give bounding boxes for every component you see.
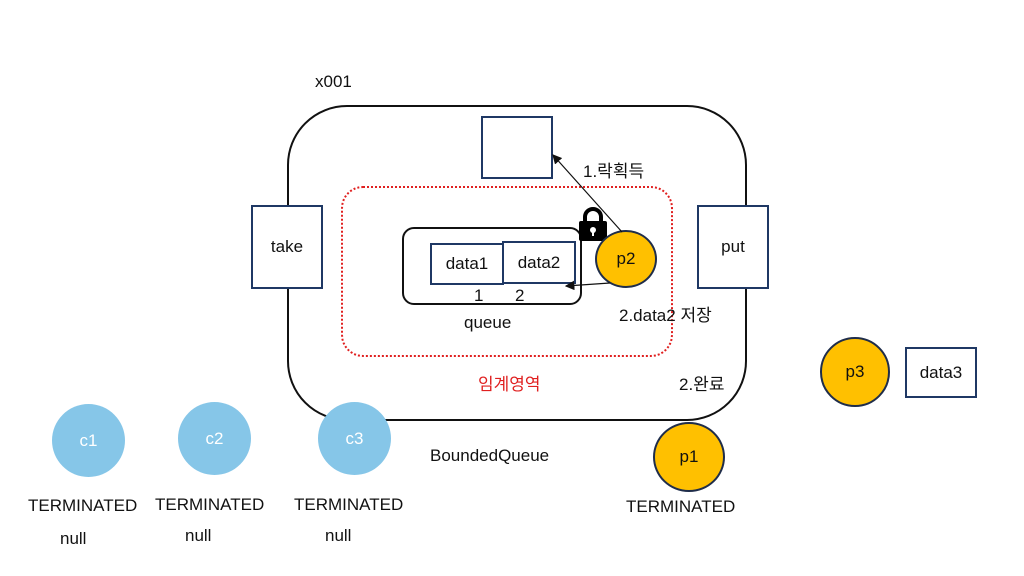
consumer-c1: c1 (52, 404, 125, 477)
critical-section-border (341, 186, 673, 357)
queue-container (402, 227, 582, 305)
consumer-c3-state: TERMINATED (294, 495, 404, 514)
lock-icon (577, 206, 609, 242)
queue-label: queue (464, 313, 512, 332)
arrow-store-data2 (564, 280, 611, 291)
lock-slot (481, 116, 553, 179)
monitor-address: x001 (315, 72, 352, 91)
critical-section-label: 임계영역 (478, 375, 541, 394)
step1-label: 1.락획득 (583, 162, 645, 181)
queue-item-data2: data2 (502, 241, 576, 284)
queue-item-data1: data1 (430, 243, 504, 285)
consumer-c3: c3 (318, 402, 391, 475)
put-method-box: put (697, 205, 769, 289)
producer-p3-data: data3 (905, 347, 977, 398)
producer-p1-state: TERMINATED (626, 497, 736, 516)
take-method-box: take (251, 205, 323, 289)
queue-index-1: 1 (474, 286, 484, 305)
consumer-c2-result: null (185, 526, 212, 545)
consumer-c1-state: TERMINATED (28, 496, 138, 515)
consumer-c3-result: null (325, 526, 352, 545)
monitor-name: BoundedQueue (430, 446, 550, 465)
producer-p3: p3 (820, 337, 890, 407)
consumer-c2-state: TERMINATED (155, 495, 265, 514)
step2-label: 2.data2 저장 (619, 306, 712, 325)
consumer-c2: c2 (178, 402, 251, 475)
producer-p1: p1 (653, 422, 725, 492)
step3-label: 2.완료 (679, 375, 725, 394)
arrow-acquire-lock (552, 154, 623, 233)
queue-index-2: 2 (515, 286, 525, 305)
consumer-c1-result: null (60, 529, 87, 548)
producer-p2: p2 (595, 230, 657, 288)
